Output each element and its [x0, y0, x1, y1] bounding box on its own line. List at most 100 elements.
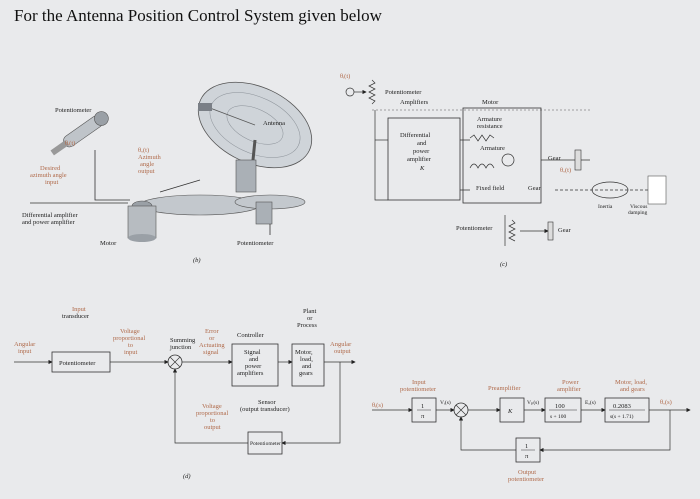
- sch-pot-label: Potentiometer: [385, 89, 422, 96]
- sch-motor-label: Motor: [482, 99, 499, 106]
- diff-l4: amplifier: [407, 156, 432, 163]
- motor-box: [462, 107, 542, 204]
- tf-outpot-l1: Output: [518, 469, 536, 476]
- bd-signal-l1: Signal: [244, 349, 261, 356]
- gear-3-icon: [547, 221, 554, 241]
- bd-controller-box: [231, 343, 279, 387]
- physical-layout: Potentiometer θᵢ(t) Desired azimuth angl…: [22, 81, 313, 264]
- bd-plant-l2: or: [307, 315, 313, 322]
- bd-sensor-l2: (output transducer): [240, 406, 290, 413]
- bd-motor-l2: load,: [300, 356, 313, 363]
- diff-l5: K: [419, 165, 425, 172]
- bd-vprop-l3: to: [128, 342, 133, 349]
- schematic: θᵢ(t) Potentiometer Amplifiers Motor Dif…: [340, 73, 667, 268]
- tf-motor-den: s(s + 1.71): [610, 413, 634, 420]
- motor-body: [127, 205, 157, 239]
- bd-plant-box: [291, 343, 325, 387]
- diff-l3: power: [413, 148, 430, 155]
- viscous-damper-icon: [647, 175, 667, 205]
- theta-i-label: θᵢ(t): [65, 140, 75, 147]
- theta-o-label-3: angle: [140, 161, 154, 168]
- theta-o-label-1: θₒ(t): [138, 147, 149, 154]
- tf-fb-den: π: [525, 453, 529, 460]
- tf-outpot-l2: potentiometer: [508, 476, 545, 483]
- arm-res-l1: Armature: [477, 116, 502, 123]
- armature-label: Armature: [480, 145, 505, 152]
- tf-in-den: π: [421, 413, 425, 420]
- tf-vi: Vᵢ(s): [440, 399, 451, 406]
- bd-pot: Potentiometer: [59, 360, 96, 367]
- fixed-field-label: Fixed field: [476, 185, 505, 192]
- tf-motor-l2: and gears: [620, 386, 645, 393]
- viscous-l1: Viscous: [630, 204, 647, 210]
- desired-label-3: input: [45, 179, 59, 186]
- theta-o-label-4: output: [138, 168, 155, 175]
- diff-amp-label-2: and power amplifier: [22, 219, 76, 226]
- tf-pamp-l2: amplifier: [557, 386, 582, 393]
- gear-1-icon: [574, 149, 582, 171]
- arm-res-l2: resistance: [477, 123, 503, 130]
- desired-label-1: Desired: [40, 165, 61, 172]
- desired-label-2: azimuth angle: [30, 172, 67, 179]
- tf-pamp-l1: Power: [562, 379, 579, 386]
- bd-vout-l3: to: [210, 417, 215, 424]
- bd-in-trans-l2: transducer: [62, 313, 90, 320]
- bd-motor-l3: and: [302, 363, 312, 370]
- bd-vout-l1: Voltage: [202, 403, 222, 410]
- pot-label: Potentiometer: [55, 107, 92, 114]
- transfer-function-diagram: θᵢ(s) Input potentiometer 1 π Preamplifi…: [372, 379, 691, 483]
- bd-ang-in-l1: Angular: [14, 341, 36, 348]
- bd-ang-out-l1: Angular: [330, 341, 352, 348]
- figure-label-d: (d): [183, 473, 191, 480]
- bd-motor-l4: gears: [299, 370, 313, 377]
- bd-summing-l1: Summing: [170, 337, 196, 344]
- theta-o-label-2: Azimuth: [138, 154, 161, 161]
- diff-amp-label-1: Differential amplifier: [22, 212, 78, 219]
- bd-vprop-l1: Voltage: [120, 328, 140, 335]
- figure-label-c: (c): [500, 261, 507, 268]
- bd-plant-l1: Plant: [303, 308, 317, 315]
- page-title: For the Antenna Position Control System …: [14, 6, 382, 25]
- tf-motor-num: 0.2083: [613, 403, 631, 410]
- output-pot-icon: [508, 219, 516, 242]
- bd-vprop-l2: proportional: [113, 335, 145, 342]
- bd-error-l4: signal: [203, 349, 219, 356]
- diff-amp-box: [387, 117, 461, 201]
- bd-plant-l3: Process: [297, 322, 317, 329]
- bd-controller: Controller: [237, 332, 265, 339]
- viscous-l2: damping: [628, 210, 647, 216]
- input-knob-icon: [345, 87, 355, 97]
- tf-K: K: [507, 408, 513, 415]
- sch-theta-i: θᵢ(t): [340, 73, 350, 80]
- diff-l1: Differential: [400, 132, 430, 139]
- bd-error-l1: Error: [205, 328, 220, 335]
- tf-in-num: 1: [421, 403, 424, 410]
- tf-theta-i: θᵢ(s): [372, 402, 383, 409]
- tf-pamp-num: 100: [555, 403, 565, 410]
- sch-amplifiers-label: Amplifiers: [400, 99, 429, 106]
- bd-ang-out-l2: output: [334, 348, 351, 355]
- bd-motor-l1: Motor,: [295, 349, 313, 356]
- input-potentiometer: [50, 111, 109, 156]
- tf-theta-o: θₒ(s): [660, 399, 672, 406]
- bd-error-l2: or: [209, 335, 215, 342]
- tf-motor-l1: Motor, load,: [615, 379, 647, 386]
- tf-preamp-label: Preamplifier: [488, 385, 521, 392]
- bd-in-trans-l1: Input: [72, 306, 86, 313]
- motor-label: Motor: [100, 240, 117, 247]
- bd-error-l3: Actuating: [199, 342, 225, 349]
- tf-fb-num: 1: [525, 443, 528, 450]
- bd-signal-l4: amplifiers: [237, 370, 264, 377]
- gear-label-1: Gear: [548, 155, 561, 162]
- bd-summing-l2: junction: [169, 344, 192, 351]
- gear-label-2: Gear: [528, 185, 541, 192]
- diff-l2: and: [417, 140, 427, 147]
- tf-inpot-l2: potentiometer: [400, 386, 437, 393]
- tf-ea: Eₐ(s): [585, 399, 596, 406]
- pot2-label: Potentiometer: [237, 240, 274, 247]
- tf-vp: Vₚ(s): [527, 399, 539, 406]
- antenna-label: Antenna: [263, 120, 285, 127]
- bd-signal-l3: power: [245, 363, 262, 370]
